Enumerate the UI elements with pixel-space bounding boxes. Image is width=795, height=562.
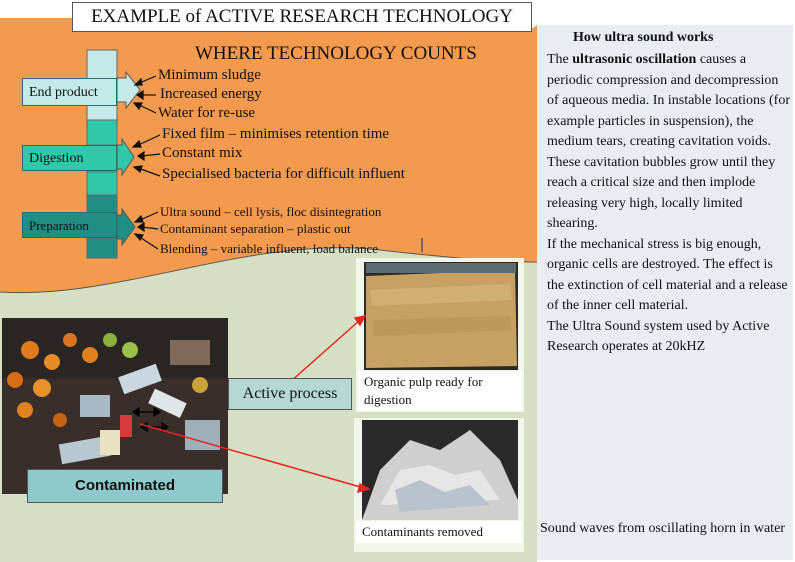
end-product-arrow	[116, 70, 141, 110]
how-body-post: causes a periodic compression and decomp…	[547, 52, 790, 231]
preparation-arrow	[116, 207, 136, 247]
bullet-digestion-3: Specialised bacteria for difficult influ…	[162, 166, 405, 182]
how-body-p2: If the mechanical stress is big enough, …	[547, 236, 788, 314]
red-arrows	[139, 314, 371, 494]
pulp-label: Organic pulp ready for digestion	[358, 371, 522, 411]
horn-caption: Sound waves from oscillating horn in wat…	[540, 521, 785, 536]
bullet-arrows	[131, 75, 161, 250]
stage-preparation: Preparation	[22, 212, 117, 238]
bullet-prep-3: Blending – variable influent, load balan…	[160, 241, 379, 256]
bullet-prep-1: Ultra sound – cell lysis, floc disintegr…	[160, 204, 382, 219]
active-process-label: Active process	[228, 378, 352, 410]
subtitle: WHERE TECHNOLOGY COUNTS	[195, 43, 477, 64]
how-body-bold: ultrasonic oscillation	[572, 52, 697, 67]
contaminants-label: Contaminants removed	[356, 521, 522, 543]
how-body: The ultrasonic oscillation causes a peri…	[547, 50, 793, 358]
info-panel	[537, 25, 793, 560]
digestion-arrow	[116, 137, 135, 177]
bullet-end-3: Water for re-use	[158, 105, 256, 121]
bullet-prep-2: Contaminant separation – plastic out	[160, 221, 351, 236]
stage-end-product: End product	[22, 78, 117, 106]
contaminated-label: Contaminated	[27, 469, 223, 503]
bullet-end-2: Increased energy	[160, 86, 262, 102]
bullet-digestion-1: Fixed film – minimises retention time	[162, 126, 390, 142]
stage-digestion: Digestion	[22, 145, 117, 171]
bullet-end-1: Minimum sludge	[158, 67, 261, 83]
how-body-pre: The	[547, 52, 573, 67]
contaminated-photo	[2, 318, 228, 494]
bullet-digestion-2: Constant mix	[162, 145, 243, 161]
how-body-p3: The Ultra Sound system used by Active Re…	[547, 318, 770, 355]
page-title: EXAMPLE of ACTIVE RESEARCH TECHNOLOGY	[72, 2, 532, 32]
how-title: How ultra sound works	[573, 30, 714, 45]
